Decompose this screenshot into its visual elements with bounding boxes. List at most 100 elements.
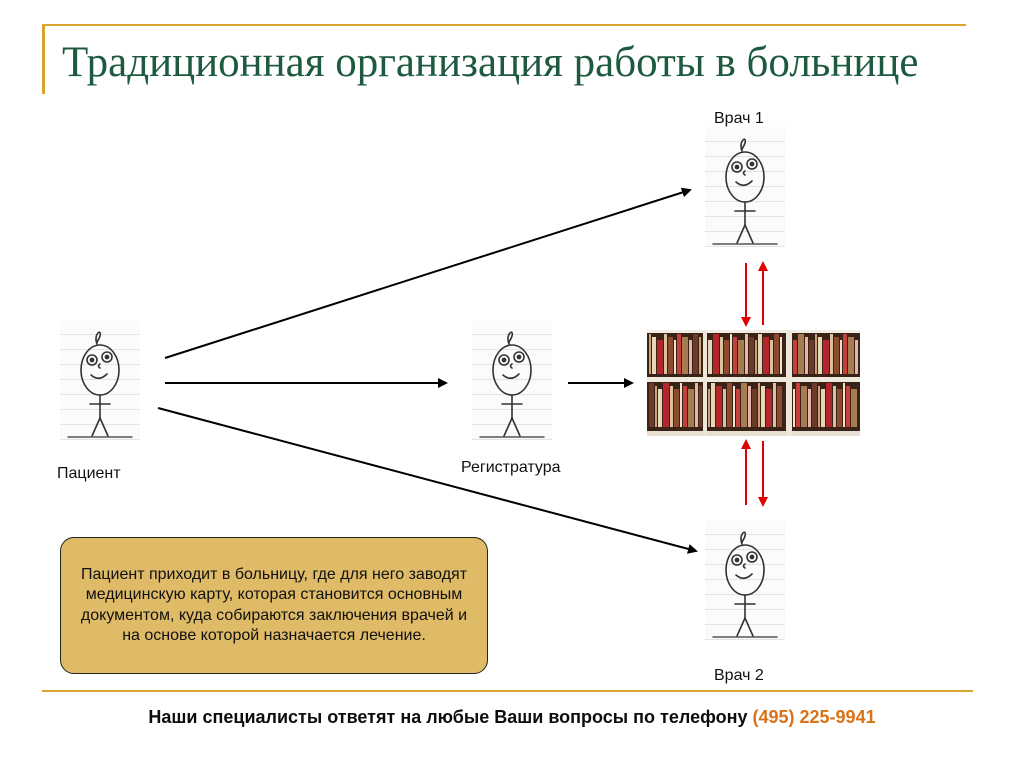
record-folder	[693, 334, 698, 374]
record-folder	[796, 383, 800, 427]
record-folder	[727, 383, 732, 427]
record-folder	[674, 389, 679, 427]
record-folder	[733, 386, 735, 427]
footer-phone[interactable]: (495) 225-9941	[752, 707, 876, 727]
footer-text: Наши специалисты ответят на любые Ваши в…	[148, 707, 748, 727]
record-folder	[655, 386, 657, 427]
record-folder	[688, 389, 694, 427]
registry-figure	[472, 320, 552, 440]
record-folder	[780, 337, 782, 374]
record-folder	[766, 389, 772, 427]
record-folder	[801, 386, 807, 427]
doctor1-label: Врач 1	[714, 110, 764, 127]
record-folder	[689, 340, 692, 374]
record-folder	[724, 340, 729, 374]
arrow-patient-to-doctor1	[164, 187, 692, 359]
record-folder	[815, 334, 817, 374]
record-folder	[723, 389, 726, 427]
record-folder	[680, 383, 682, 427]
record-folder	[818, 386, 820, 427]
arrow-patient-to-doctor2	[157, 407, 698, 554]
stick-figure-icon	[479, 331, 545, 438]
record-folder	[674, 340, 676, 374]
record-folder	[755, 340, 757, 374]
record-folder	[733, 337, 737, 374]
record-folder	[843, 334, 847, 374]
stick-figure-icon	[712, 531, 778, 638]
record-folder	[670, 386, 673, 427]
record-folder	[777, 386, 782, 427]
doctor2-label: Врач 2	[714, 667, 764, 684]
record-folder	[699, 386, 702, 427]
info-box: Пациент приходит в больницу, где для нег…	[60, 537, 488, 674]
record-folder	[664, 334, 667, 374]
patient-label: Пациент	[57, 465, 121, 482]
record-folder	[843, 383, 845, 427]
record-folder	[677, 334, 681, 374]
record-folder	[736, 389, 740, 427]
record-folder	[738, 340, 744, 374]
record-folder	[748, 386, 751, 427]
record-folder	[851, 389, 857, 427]
record-folder	[798, 334, 804, 374]
record-folder	[808, 389, 811, 427]
record-folder	[699, 337, 701, 374]
record-folder	[711, 383, 715, 427]
slide-title: Традиционная организация работы в больни…	[62, 39, 919, 86]
title-accent-line	[42, 24, 45, 94]
registry-label: Регистратура	[461, 459, 561, 476]
record-folder	[770, 340, 773, 374]
footer: Наши специалисты ответят на любые Ваши в…	[0, 707, 1024, 728]
record-folder	[658, 389, 662, 427]
footer-rule	[42, 690, 973, 692]
record-folder	[758, 383, 760, 427]
record-folder	[774, 334, 779, 374]
record-folder	[846, 386, 850, 427]
record-folder	[805, 337, 808, 374]
stick-figure-icon	[712, 138, 778, 245]
record-folder	[793, 340, 797, 374]
doctor2-figure	[705, 520, 785, 640]
record-folder	[663, 383, 669, 427]
record-folder	[657, 340, 663, 374]
record-folder	[741, 383, 747, 427]
record-folder	[763, 337, 769, 374]
record-folder	[837, 389, 842, 427]
record-folder	[761, 386, 765, 427]
record-folder	[833, 386, 836, 427]
record-folder	[809, 340, 814, 374]
record-folder	[826, 383, 832, 427]
record-folder	[812, 383, 817, 427]
record-folder	[745, 334, 748, 374]
record-folder	[708, 389, 710, 427]
record-folder	[716, 386, 722, 427]
info-text: Пациент приходит в больницу, где для нег…	[80, 565, 468, 645]
record-folder	[752, 389, 757, 427]
record-folder	[855, 340, 858, 374]
record-folder	[793, 389, 795, 427]
record-folder	[823, 340, 829, 374]
doctor1-figure	[705, 127, 785, 247]
record-folder	[720, 337, 723, 374]
record-folder	[713, 334, 719, 374]
record-folder	[652, 337, 656, 374]
header-rule	[42, 24, 966, 26]
stick-figure-icon	[67, 331, 133, 438]
record-folder	[834, 337, 839, 374]
record-folder	[840, 340, 842, 374]
record-folder	[818, 337, 822, 374]
patient-figure	[60, 320, 140, 440]
record-folder	[683, 386, 687, 427]
record-folder	[773, 383, 776, 427]
record-folder	[682, 337, 688, 374]
record-folder	[695, 383, 698, 427]
medical-records-shelf-icon	[647, 330, 860, 436]
record-folder	[649, 383, 654, 427]
record-folder	[668, 337, 673, 374]
record-folder	[708, 340, 712, 374]
record-folder	[821, 389, 825, 427]
record-folder	[649, 334, 651, 374]
record-folder	[830, 334, 833, 374]
record-folder	[758, 334, 762, 374]
